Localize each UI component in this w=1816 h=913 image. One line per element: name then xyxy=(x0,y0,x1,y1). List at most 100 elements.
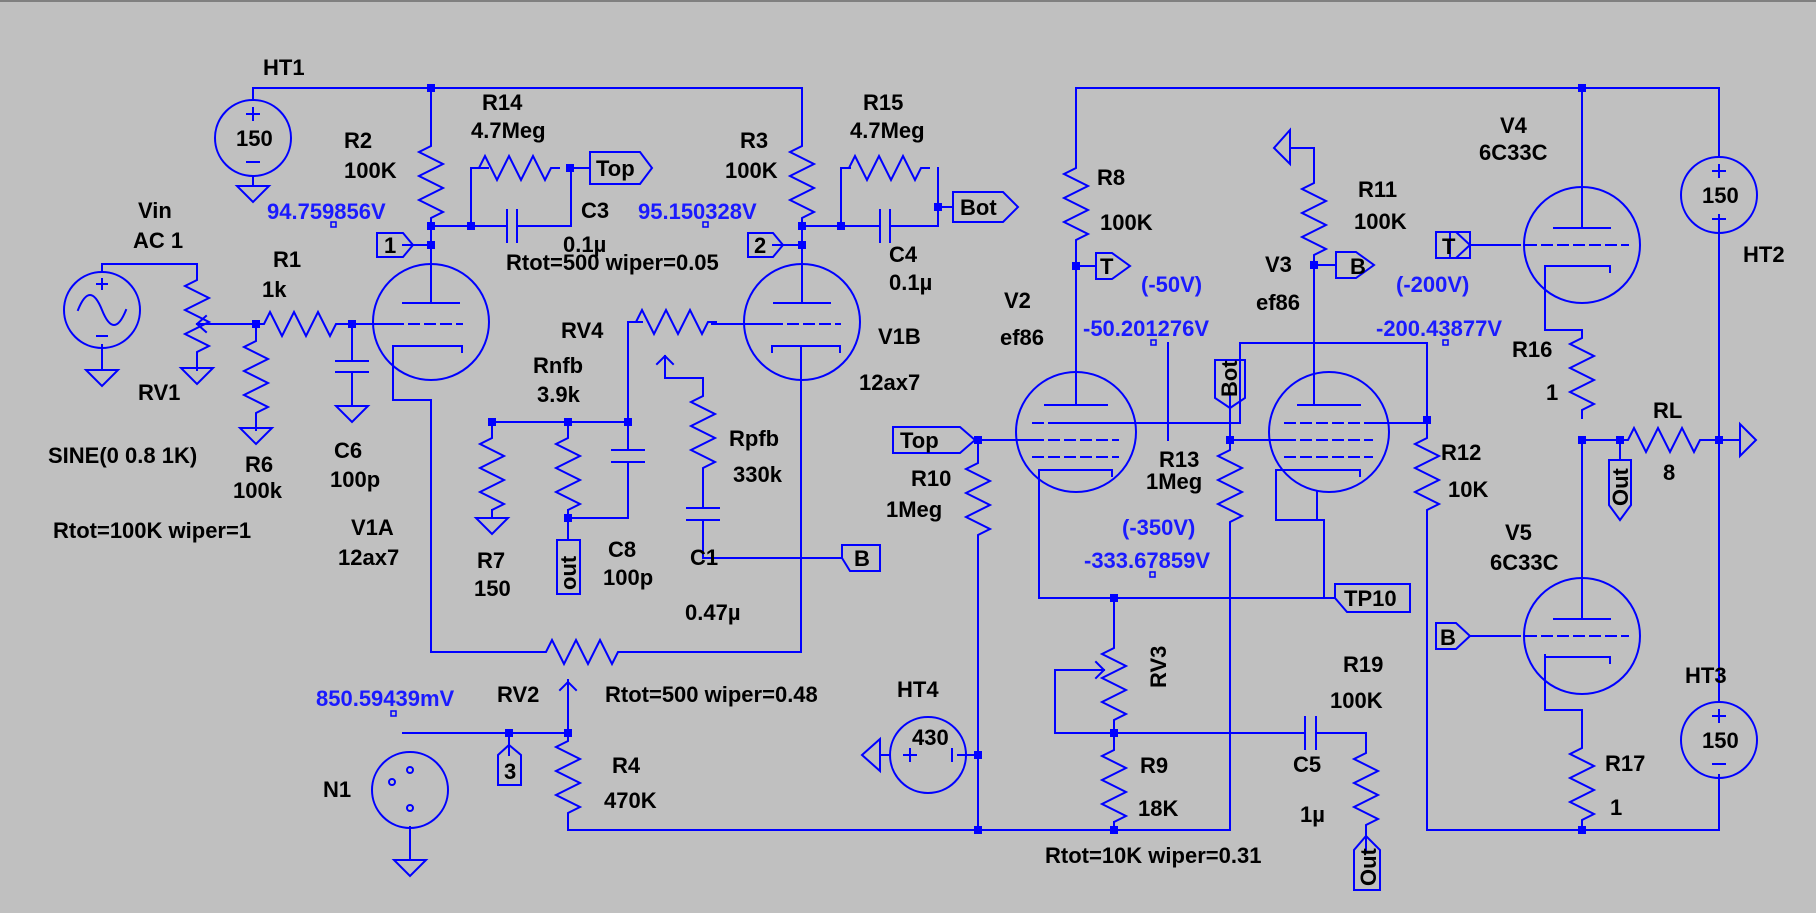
flag-tp10: TP10 xyxy=(1334,583,1411,613)
component-label: 18K xyxy=(1138,796,1178,821)
component-label: R13 xyxy=(1159,447,1199,472)
r2-symbol xyxy=(418,137,444,227)
flag-t-v2: T xyxy=(1095,252,1132,280)
component-label: 12ax7 xyxy=(338,545,399,570)
v3-tube xyxy=(1268,369,1428,493)
r17-symbol xyxy=(1569,739,1595,829)
voltage-readout: -200.43877V xyxy=(1376,316,1502,341)
component-label: V5 xyxy=(1505,520,1532,545)
ground-icon xyxy=(335,397,369,423)
voltage-readout: 95.150328V xyxy=(638,199,757,224)
v5-tube xyxy=(1509,577,1641,695)
r19-symbol xyxy=(1353,744,1379,834)
component-label: HT4 xyxy=(897,677,939,702)
r3-symbol xyxy=(789,137,815,227)
component-label: 0.1µ xyxy=(563,232,606,257)
component-label: Rtot=500 wiper=0.05 xyxy=(506,250,719,275)
r10-symbol xyxy=(965,454,991,544)
component-label: 150 xyxy=(1702,728,1739,753)
ground-icon xyxy=(85,361,119,387)
c8-symbol xyxy=(611,449,645,486)
component-label: RL xyxy=(1653,398,1682,423)
component-label: Out xyxy=(1356,847,1381,886)
component-label: RV3 xyxy=(1146,646,1171,688)
component-label: 10K xyxy=(1448,477,1488,502)
component-label: 1k xyxy=(262,277,287,302)
flag-b-rpfb: B xyxy=(841,544,881,572)
flag-node-1: 1 xyxy=(376,232,415,258)
ht3-source xyxy=(1680,701,1758,779)
component-label: T xyxy=(1442,234,1456,259)
component-label: 2 xyxy=(754,233,766,258)
voltage-readout: -50.201276V xyxy=(1083,316,1209,341)
ground-icon xyxy=(475,509,509,535)
ht2-source xyxy=(1680,156,1758,234)
r16-symbol xyxy=(1569,329,1595,419)
ground-icon xyxy=(393,851,427,877)
component-label: C1 xyxy=(690,545,718,570)
c6-symbol xyxy=(335,354,369,381)
component-label: R8 xyxy=(1097,165,1125,190)
flag-out-c5: Out xyxy=(1353,834,1381,891)
component-label: 1 xyxy=(384,233,396,258)
flag-node-2: 2 xyxy=(747,232,785,258)
component-label: R2 xyxy=(344,128,372,153)
flag-3: 3 xyxy=(497,743,522,786)
wiper-arrows xyxy=(195,314,1106,692)
component-label: R9 xyxy=(1140,753,1168,778)
vin-source xyxy=(63,271,141,349)
component-label: 430 xyxy=(912,725,949,750)
component-label: RV1 xyxy=(138,380,180,405)
component-label: R17 xyxy=(1605,751,1645,776)
ground-icon xyxy=(1739,421,1758,459)
c4-symbol xyxy=(867,209,901,243)
component-label: R6 xyxy=(245,452,273,477)
flag-b-v5: B xyxy=(1435,622,1472,650)
v2-tube xyxy=(1015,367,1137,493)
target-voltage: (-200V) xyxy=(1396,272,1469,297)
flag-bot-v3: Bot xyxy=(1214,359,1246,410)
r8-symbol xyxy=(1063,159,1089,249)
component-label: R15 xyxy=(863,90,903,115)
component-label: T xyxy=(1100,254,1114,279)
component-label: 6C33C xyxy=(1479,140,1548,165)
component-label: C6 xyxy=(334,438,362,463)
component-label: B xyxy=(854,546,870,571)
v1a-tube xyxy=(372,263,490,381)
component-label: R16 xyxy=(1512,337,1552,362)
r13-symbol xyxy=(1217,441,1243,531)
component-label: Rpfb xyxy=(729,426,779,451)
component-label: 150 xyxy=(236,126,273,151)
flag-out-rl: Out xyxy=(1608,459,1633,522)
component-label: AC 1 xyxy=(133,228,183,253)
component-label: V3 xyxy=(1265,252,1292,277)
r11-symbol xyxy=(1301,174,1327,264)
component-label: out xyxy=(556,555,581,590)
rv2-symbol xyxy=(537,639,627,665)
component-label: 8 xyxy=(1663,460,1675,485)
voltage-readout: 850.59439mV xyxy=(316,686,455,711)
rpfb-symbol xyxy=(690,387,716,477)
component-label: V4 xyxy=(1500,113,1528,138)
component-label: 330k xyxy=(733,462,783,487)
component-label: Bot xyxy=(960,195,997,220)
component-label: C8 xyxy=(608,537,636,562)
component-label: 100k xyxy=(233,478,283,503)
component-label: HT3 xyxy=(1685,663,1727,688)
r7-symbol xyxy=(479,429,505,519)
component-label: R11 xyxy=(1358,177,1397,202)
component-label: C4 xyxy=(889,242,918,267)
ht1-label: HT1 xyxy=(263,55,305,80)
component-label: 150 xyxy=(474,576,511,601)
component-label: V2 xyxy=(1004,288,1031,313)
c1-symbol xyxy=(686,507,720,531)
component-label: Bot xyxy=(1217,360,1242,397)
component-label: B xyxy=(1440,625,1456,650)
ground-icon xyxy=(239,419,273,445)
component-label: Out xyxy=(1608,467,1633,506)
component-label: RV2 xyxy=(497,682,539,707)
component-label: 470K xyxy=(604,788,657,813)
component-label: Rtot=500 wiper=0.48 xyxy=(605,682,818,707)
component-label: R1 xyxy=(273,247,301,272)
